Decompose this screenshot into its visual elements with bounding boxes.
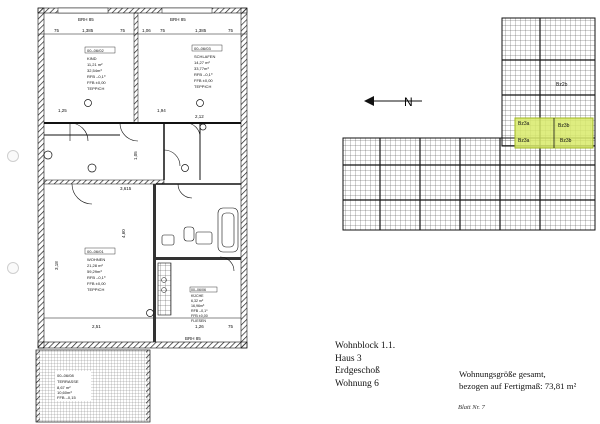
- room-wohnen: 00–06/01 WOHNEN 21,28 m² 59,29m³ RFB –0,…: [84, 247, 116, 292]
- dim-lower-1: 2,51: [92, 324, 101, 329]
- punch-hole-bottom: [7, 262, 19, 274]
- dim-top-4: 1,06: [142, 28, 151, 33]
- interior-walls: [44, 122, 241, 319]
- room-kueche-name: KÜCHE: [191, 294, 204, 298]
- room-kueche-volume: 16,96m³: [191, 304, 205, 308]
- room-wohnen-code: 00–06/01: [87, 249, 104, 254]
- dim-top-2: 1,385: [82, 28, 94, 33]
- room-wohnen-volume: 59,29m³: [87, 269, 102, 274]
- size-block: Wohnungsgröße gesamt, bezogen auf Fertig…: [459, 369, 576, 392]
- parapet-bottom: BRH 85: [185, 336, 201, 341]
- room-schlafen: 00–06/03 SCHLAFEN 14,27 m² 33,77m³ RFB –…: [191, 44, 223, 89]
- dim-lower-3: 75: [228, 324, 234, 329]
- info-line-block: Wohnblock 1.1.: [335, 341, 396, 351]
- parapet-top-left: BRH 85: [78, 17, 94, 22]
- north-arrow: N: [364, 95, 422, 109]
- punch-hole-top: [7, 150, 19, 162]
- dim-lower-2: 1,26: [195, 324, 204, 329]
- room-kind-code: 00–06/02: [87, 48, 104, 53]
- sheet-number: Blatt Nr. 7: [458, 404, 485, 411]
- room-schlafen-volume: 33,77m³: [194, 66, 209, 71]
- room-kind-area: 11,21 m²: [87, 62, 103, 67]
- dim-vertical-2: 3,18: [54, 261, 59, 270]
- room-kueche-ffb: FFB ±0,00: [191, 314, 208, 318]
- info-line-unit: Wohnung 6: [335, 378, 379, 389]
- info-line-house: Haus 3: [335, 353, 362, 364]
- room-schlafen-area: 14,27 m²: [194, 60, 210, 65]
- room-kueche-code: 00–06/06: [191, 288, 206, 292]
- room-kueche: 00–06/06 KÜCHE 6,32 m² 16,96m³ RFB –0,1⁰…: [189, 286, 218, 323]
- top-dimension-chain: 75 1,385 75 1,06 75 1,385 75 BRH 85 BRH …: [38, 17, 247, 35]
- dim-mid-4: 2,12: [195, 114, 204, 119]
- dim-top-3: 75: [120, 28, 126, 33]
- room-terrasse-name: TERRASSE: [57, 379, 79, 384]
- room-wohnen-ffb: FFB ±0,00: [87, 281, 106, 286]
- site-label-5: Bz3b: [560, 138, 572, 144]
- room-terrasse-volume: 10,60m³: [57, 390, 72, 395]
- site-label-3: Bz3b: [558, 123, 570, 129]
- room-wohnen-floor: TEPPICH: [87, 287, 104, 292]
- dim-top-1: 75: [54, 28, 60, 33]
- dim-vertical-3: 1,05: [133, 151, 138, 160]
- site-label-4: Bz3a: [518, 138, 530, 144]
- room-kueche-area: 6,32 m²: [191, 299, 204, 303]
- room-terrasse-area: 8,67 m²: [57, 385, 71, 390]
- site-label-2: Bz3a: [518, 121, 530, 127]
- room-schlafen-floor: TEPPICH: [194, 84, 211, 89]
- room-terrasse-ffb: FFB –0,15: [57, 395, 76, 400]
- north-letter: N: [404, 95, 413, 109]
- room-wohnen-area: 21,28 m²: [87, 263, 103, 268]
- dim-vertical-1: 4,60: [121, 229, 126, 238]
- room-wohnen-rfb: RFB –0,1⁰: [87, 275, 106, 280]
- room-kind: 00–06/02 KIND 11,21 m² 32,54m³ RFB –0,1⁰…: [84, 46, 116, 91]
- room-kueche-floor: FLIESEN: [191, 319, 206, 323]
- dim-mid-2: 3,615: [120, 186, 132, 191]
- ceiling-markers: [43, 99, 207, 317]
- size-line-1: Wohnungsgröße gesamt,: [459, 369, 546, 379]
- info-line-floor: Erdgeschoß: [335, 366, 380, 376]
- site-plan: Bz2b Bz3a Bz3b Bz3a Bz3b: [342, 17, 596, 231]
- size-line-2: bezogen auf Fertigmaß: 73,81 m²: [459, 380, 577, 391]
- dim-top-5: 75: [160, 28, 166, 33]
- dim-top-7: 75: [228, 28, 234, 33]
- door-swings: [69, 122, 235, 272]
- room-wohnen-name: WOHNEN: [87, 257, 105, 262]
- info-block: Wohnblock 1.1. Haus 3 Erdgeschoß Wohnung…: [335, 340, 395, 390]
- exterior-walls: [37, 7, 248, 349]
- room-kind-ffb: FFB ±0,00: [87, 80, 106, 85]
- room-kind-floor: TEPPICH: [87, 86, 104, 91]
- terrace: 00–06/08 TERRASSE 8,67 m² 10,60m³ FFB –0…: [35, 349, 151, 423]
- parapet-top-right: BRH 85: [170, 17, 186, 22]
- room-kind-name: KIND: [87, 56, 97, 61]
- bathroom-fixtures: [161, 207, 239, 253]
- room-kind-volume: 32,54m³: [87, 68, 102, 73]
- room-terrasse-code: 00–06/08: [57, 373, 74, 378]
- room-kind-rfb: RFB –0,1⁰: [87, 74, 106, 79]
- room-kueche-rfb: RFB –0,1⁰: [191, 309, 208, 313]
- dim-top-6: 1,385: [195, 28, 207, 33]
- room-schlafen-code: 00–06/03: [194, 46, 211, 51]
- room-schlafen-ffb: FFB ±0,00: [194, 78, 213, 83]
- site-label-1: Bz2b: [556, 82, 568, 88]
- top-windows: [57, 7, 213, 14]
- inner-dimensions: 1,25 3,615 1,94 2,12 2,51 1,26 75 BRH 85…: [54, 108, 234, 341]
- dim-mid-1: 1,25: [58, 108, 67, 113]
- room-schlafen-name: SCHLAFEN: [194, 54, 215, 59]
- kitchen-counter: [157, 262, 172, 316]
- room-schlafen-rfb: RFB –0,1⁰: [194, 72, 213, 77]
- dim-mid-3: 1,94: [157, 108, 166, 113]
